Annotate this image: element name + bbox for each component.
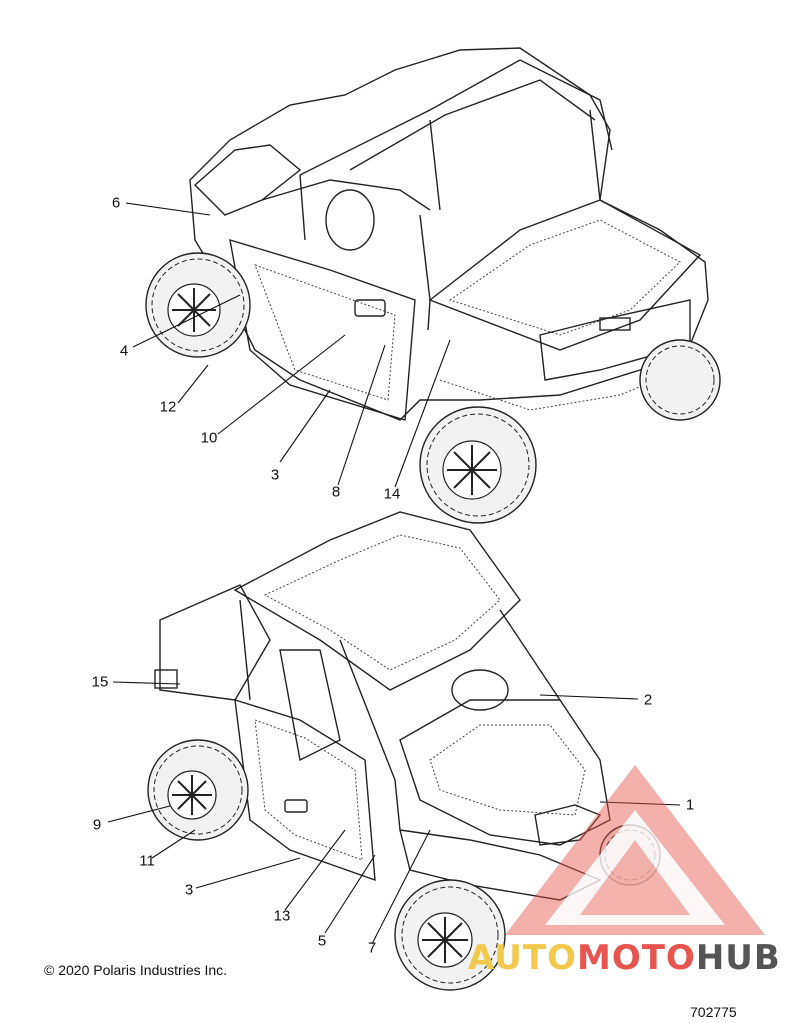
callout-leader-lines bbox=[107, 202, 681, 945]
callout-2: 2 bbox=[643, 691, 653, 709]
top-vehicle-drawing bbox=[145, 47, 721, 524]
copyright-text: © 2020 Polaris Industries Inc. bbox=[44, 962, 228, 978]
callout-5: 5 bbox=[317, 932, 327, 950]
diagram-part-number: 702775 bbox=[690, 1004, 737, 1020]
callout-6: 6 bbox=[111, 194, 121, 212]
watermark-logo bbox=[505, 765, 765, 935]
callout-8: 8 bbox=[331, 483, 341, 501]
callout-12: 12 bbox=[159, 398, 177, 416]
callout-13: 13 bbox=[273, 907, 291, 925]
callout-4: 4 bbox=[119, 342, 129, 360]
watermark-word-moto: MOTO bbox=[576, 938, 696, 978]
watermark-word-auto: AUTO bbox=[468, 938, 577, 978]
callout-9: 9 bbox=[92, 816, 102, 834]
callout-10: 10 bbox=[200, 429, 218, 447]
callout-11: 11 bbox=[139, 852, 155, 870]
watermark-word-hub: HUB bbox=[695, 938, 781, 978]
callout-3-bottom: 3 bbox=[184, 881, 194, 899]
callout-7: 7 bbox=[367, 939, 377, 957]
callout-14: 14 bbox=[383, 485, 401, 503]
callout-15: 15 bbox=[91, 673, 109, 691]
callout-1: 1 bbox=[685, 796, 695, 814]
watermark-wordmark: AUTOMOTOHUB bbox=[468, 938, 781, 978]
callout-3-top: 3 bbox=[270, 466, 280, 484]
